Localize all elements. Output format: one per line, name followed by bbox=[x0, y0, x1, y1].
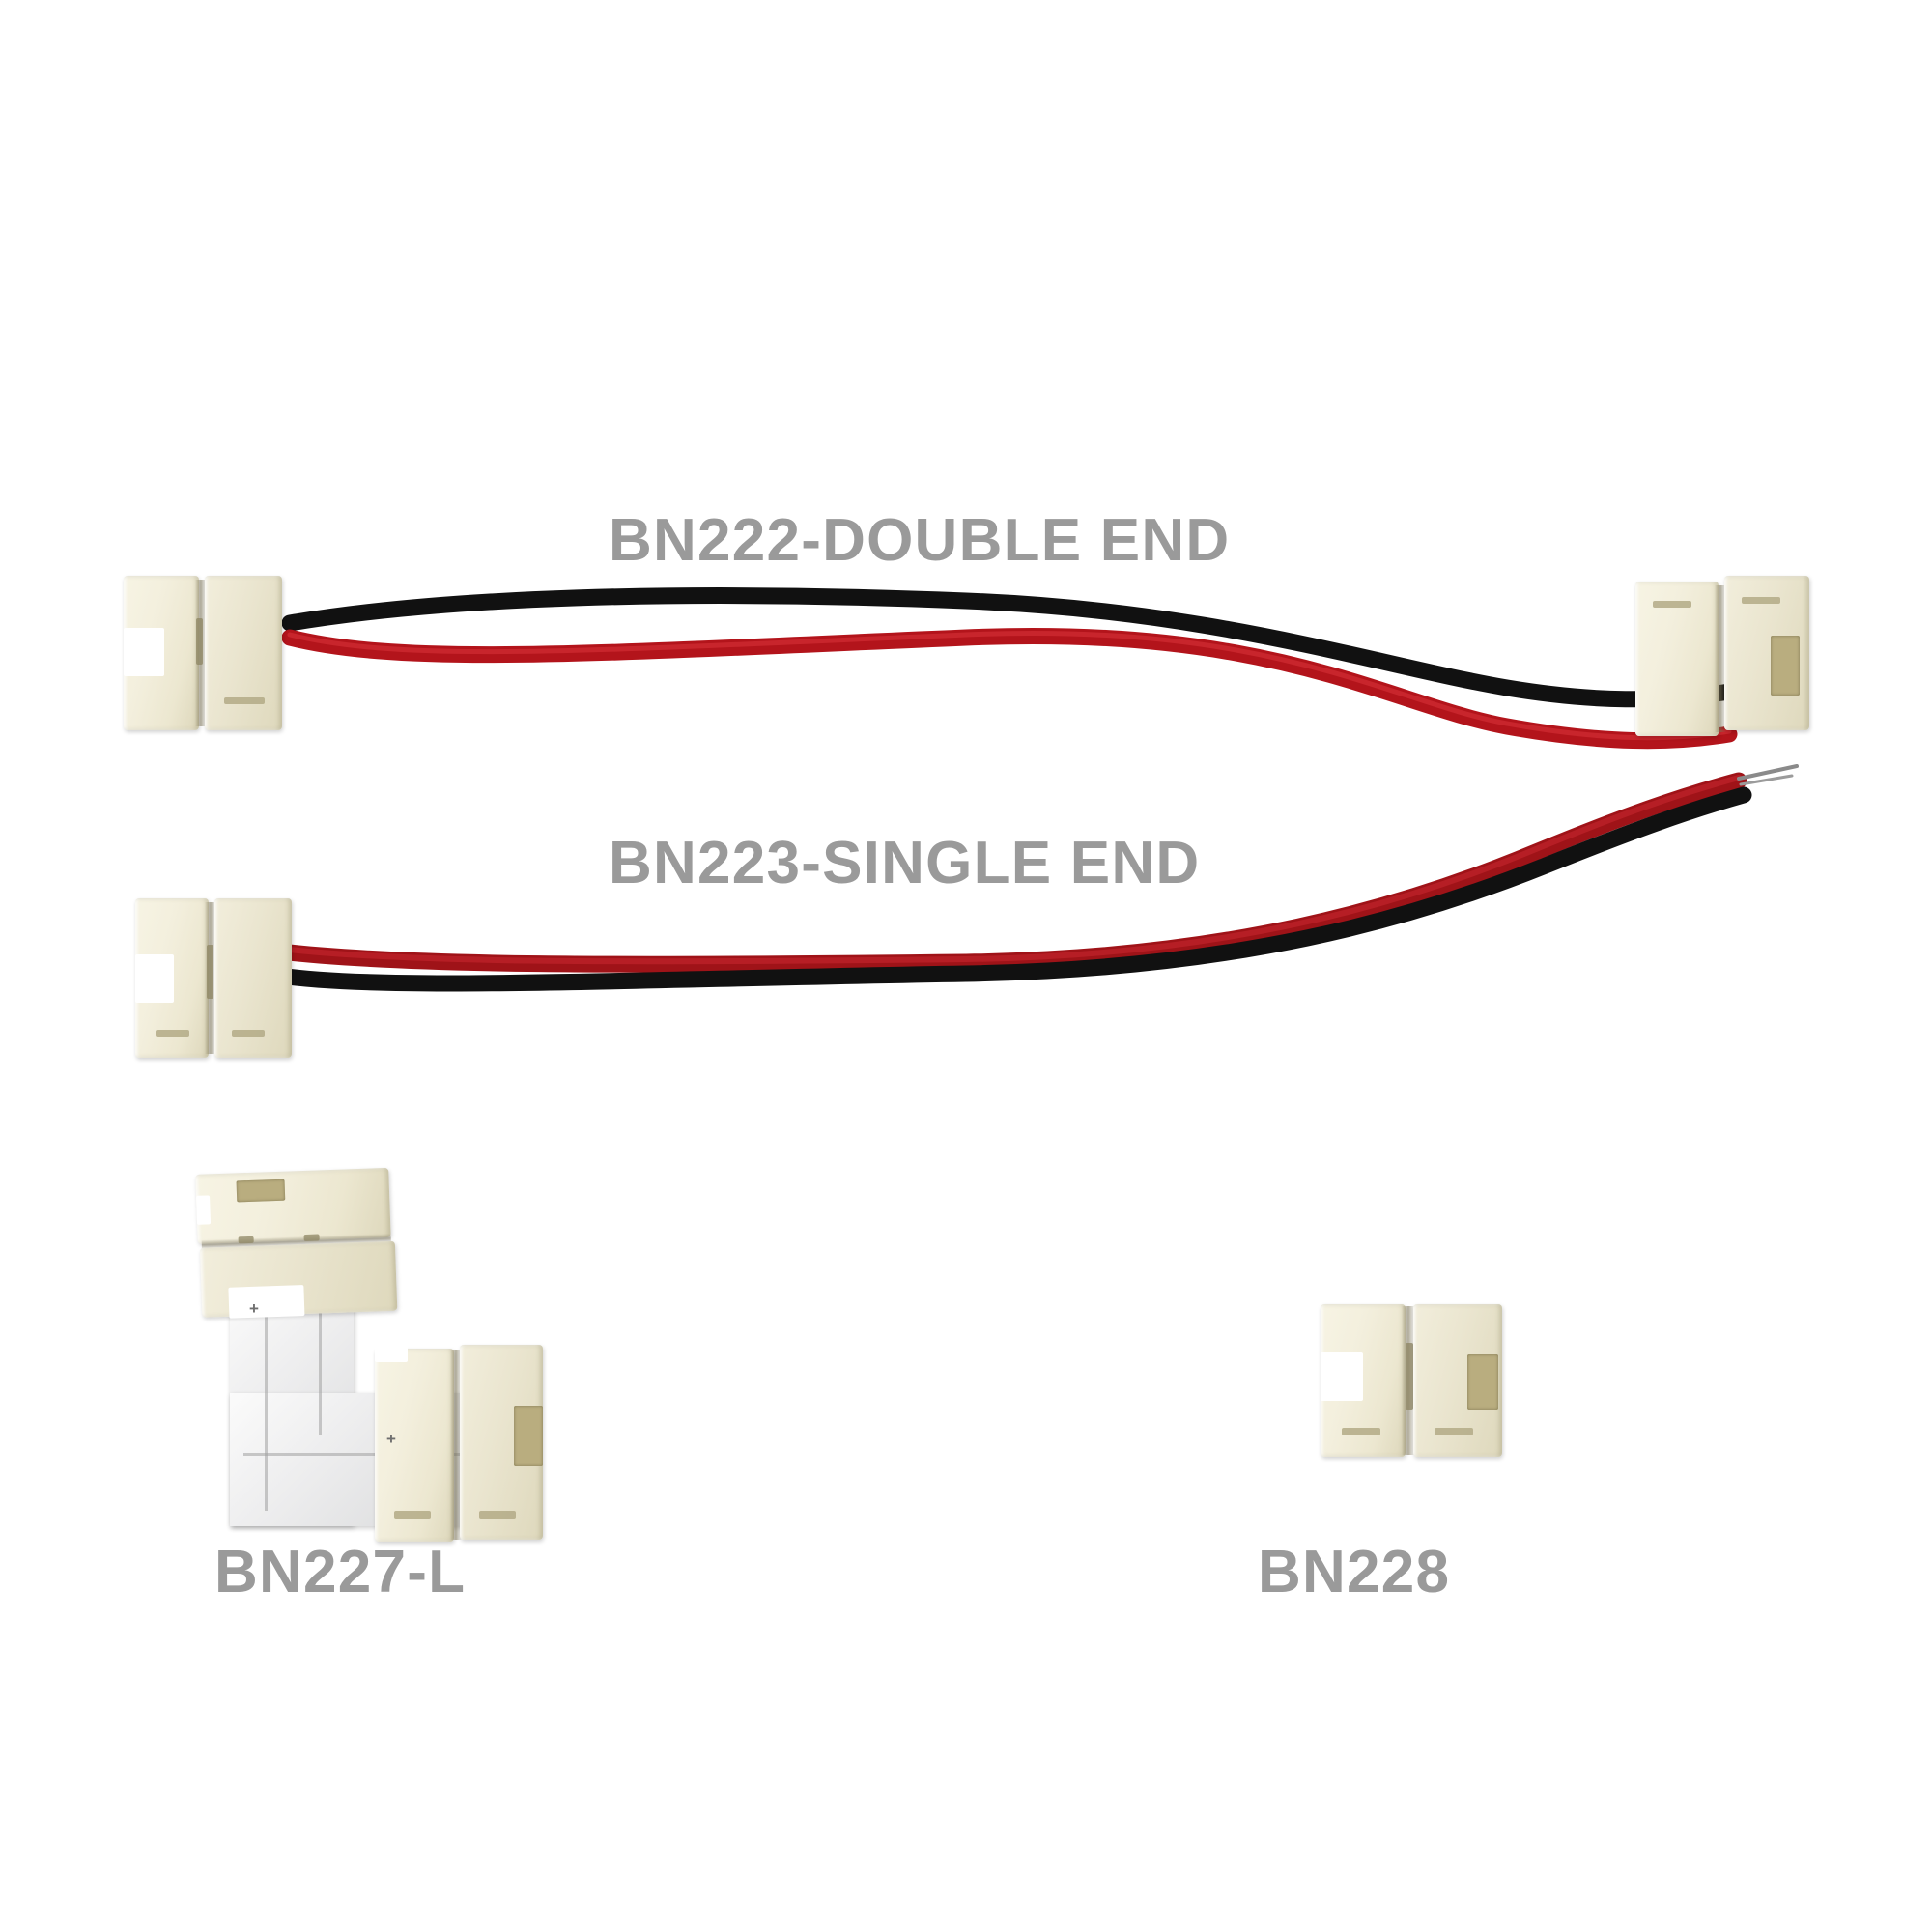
connector-latch-slot bbox=[479, 1511, 516, 1519]
bn228-connector bbox=[1321, 1304, 1514, 1459]
connector-latch-slot bbox=[1435, 1428, 1473, 1435]
strip-entry-notch bbox=[228, 1285, 305, 1319]
pcb-polarity-plus-right: + bbox=[386, 1430, 396, 1448]
connector-contact-marks bbox=[196, 618, 203, 665]
connector-latch-slot bbox=[232, 1030, 265, 1037]
bn223-connector bbox=[135, 898, 319, 1058]
connector-contact-window bbox=[236, 1179, 286, 1203]
strip-entry-notch-edge bbox=[135, 962, 150, 995]
connector-contact-marks bbox=[238, 1236, 254, 1244]
bn222-connector-right bbox=[1635, 576, 1829, 740]
pcb-polarity-plus-top: + bbox=[249, 1299, 259, 1318]
product-label-bn222: BN222-DOUBLE END bbox=[609, 507, 1231, 574]
connector-latch-slot bbox=[1342, 1428, 1380, 1435]
connector-latch-slot bbox=[394, 1511, 431, 1519]
connector-seam bbox=[450, 1350, 462, 1540]
connector-contact-marks bbox=[207, 945, 213, 999]
connector-half-closed bbox=[205, 576, 282, 730]
connector-contact-window bbox=[514, 1406, 543, 1466]
connector-contact-marks bbox=[1406, 1343, 1413, 1410]
product-label-bn228: BN228 bbox=[1258, 1539, 1451, 1605]
product-label-bn223: BN223-SINGLE END bbox=[609, 830, 1201, 896]
product-label-bn227l: BN227-L bbox=[214, 1539, 467, 1605]
connector-half-open bbox=[195, 1167, 391, 1244]
connector-contact-window bbox=[1771, 636, 1800, 696]
bn227l-connector-right bbox=[375, 1341, 568, 1544]
pcb-trace bbox=[265, 1291, 268, 1511]
connector-contact-window bbox=[1467, 1354, 1498, 1410]
bn223-wire-pair bbox=[271, 764, 1799, 992]
connector-contact-marks bbox=[303, 1234, 320, 1242]
pcb-trace bbox=[243, 1453, 462, 1456]
connector-latch-slot bbox=[156, 1030, 189, 1037]
strip-entry-notch-edge bbox=[124, 636, 139, 668]
connector-half-open bbox=[375, 1349, 454, 1542]
bn222-wire-pair bbox=[281, 587, 1738, 750]
strip-entry-notch-edge bbox=[1321, 1360, 1336, 1393]
connector-latch-slot bbox=[224, 697, 265, 704]
pcb-trace bbox=[319, 1291, 322, 1435]
connector-latch-slot bbox=[1742, 597, 1780, 604]
bn222-connector-left bbox=[124, 576, 307, 730]
connector-latch-slot bbox=[1653, 601, 1691, 608]
strip-entry-notch bbox=[375, 1341, 408, 1362]
bn227l-connector-top bbox=[195, 1167, 412, 1329]
strip-entry-notch bbox=[196, 1195, 212, 1225]
connector-seam bbox=[1715, 585, 1726, 732]
